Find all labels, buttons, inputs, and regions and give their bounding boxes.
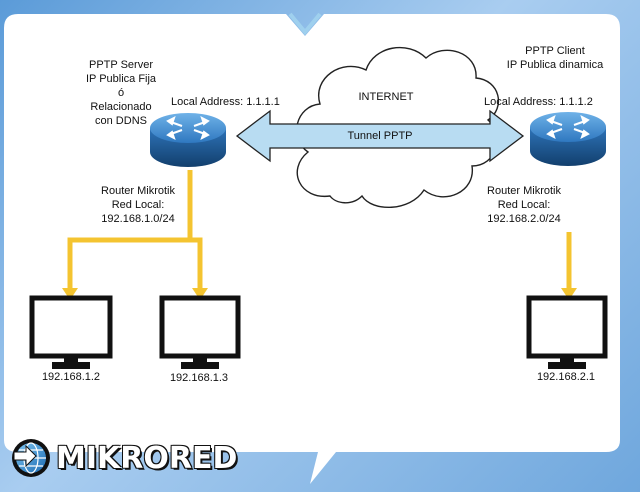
internet-label: INTERNET bbox=[358, 91, 414, 103]
pc-ip-label: 192.168.1.2 bbox=[41, 371, 101, 383]
router-info-line: Router Mikrotik bbox=[101, 185, 175, 197]
right-router-info: Router Mikrotik Red Local: 192.168.2.0/2… bbox=[474, 184, 574, 226]
monitor-icon bbox=[159, 295, 241, 369]
router-info-line: 192.168.1.0/24 bbox=[101, 213, 175, 225]
pc-ip-label: 192.168.1.3 bbox=[169, 372, 229, 384]
server-title-line: IP Publica Fija bbox=[85, 73, 157, 85]
server-title-line: Relacionado bbox=[90, 101, 152, 113]
tunnel-arrow bbox=[235, 109, 525, 163]
client-title-line: IP Publica dinamica bbox=[506, 59, 604, 71]
globe-logo-icon bbox=[12, 439, 50, 477]
pc-ip-label: 192.168.2.1 bbox=[536, 371, 596, 383]
notch-accent bbox=[288, 12, 322, 36]
link-arrowhead bbox=[62, 288, 78, 300]
monitor-icon bbox=[526, 295, 608, 369]
server-title-line: con DDNS bbox=[95, 115, 147, 127]
left-router-info: Router Mikrotik Red Local: 192.168.1.0/2… bbox=[88, 184, 188, 226]
pptp-server-title: PPTP Server IP Publica Fija ó Relacionad… bbox=[66, 58, 176, 128]
tunnel-label: Tunnel PPTP bbox=[347, 130, 413, 142]
server-title-line: ó bbox=[117, 87, 125, 99]
client-title-line: PPTP Client bbox=[525, 45, 585, 57]
right-local-address: Local Address: 1.1.1.2 bbox=[484, 96, 593, 108]
pptp-client-title: PPTP Client IP Publica dinamica bbox=[500, 44, 610, 72]
server-title-line: PPTP Server bbox=[89, 59, 153, 71]
router-info-line: Router Mikrotik bbox=[487, 185, 561, 197]
router-icon bbox=[150, 113, 226, 167]
router-info-line: 192.168.2.0/24 bbox=[487, 213, 561, 225]
left-local-address: Local Address: 1.1.1.1 bbox=[171, 96, 280, 108]
lan-links-left bbox=[67, 170, 203, 290]
monitor-icon bbox=[29, 295, 113, 369]
router-info-line: Red Local: bbox=[111, 199, 165, 211]
link-arrowhead bbox=[192, 288, 208, 300]
router-info-line: Red Local: bbox=[497, 199, 551, 211]
mikrored-logo: MIKRORED bbox=[52, 436, 237, 480]
logo-text: MIKRORED bbox=[56, 440, 238, 476]
router-icon bbox=[530, 112, 606, 166]
link-arrowhead bbox=[561, 288, 577, 300]
